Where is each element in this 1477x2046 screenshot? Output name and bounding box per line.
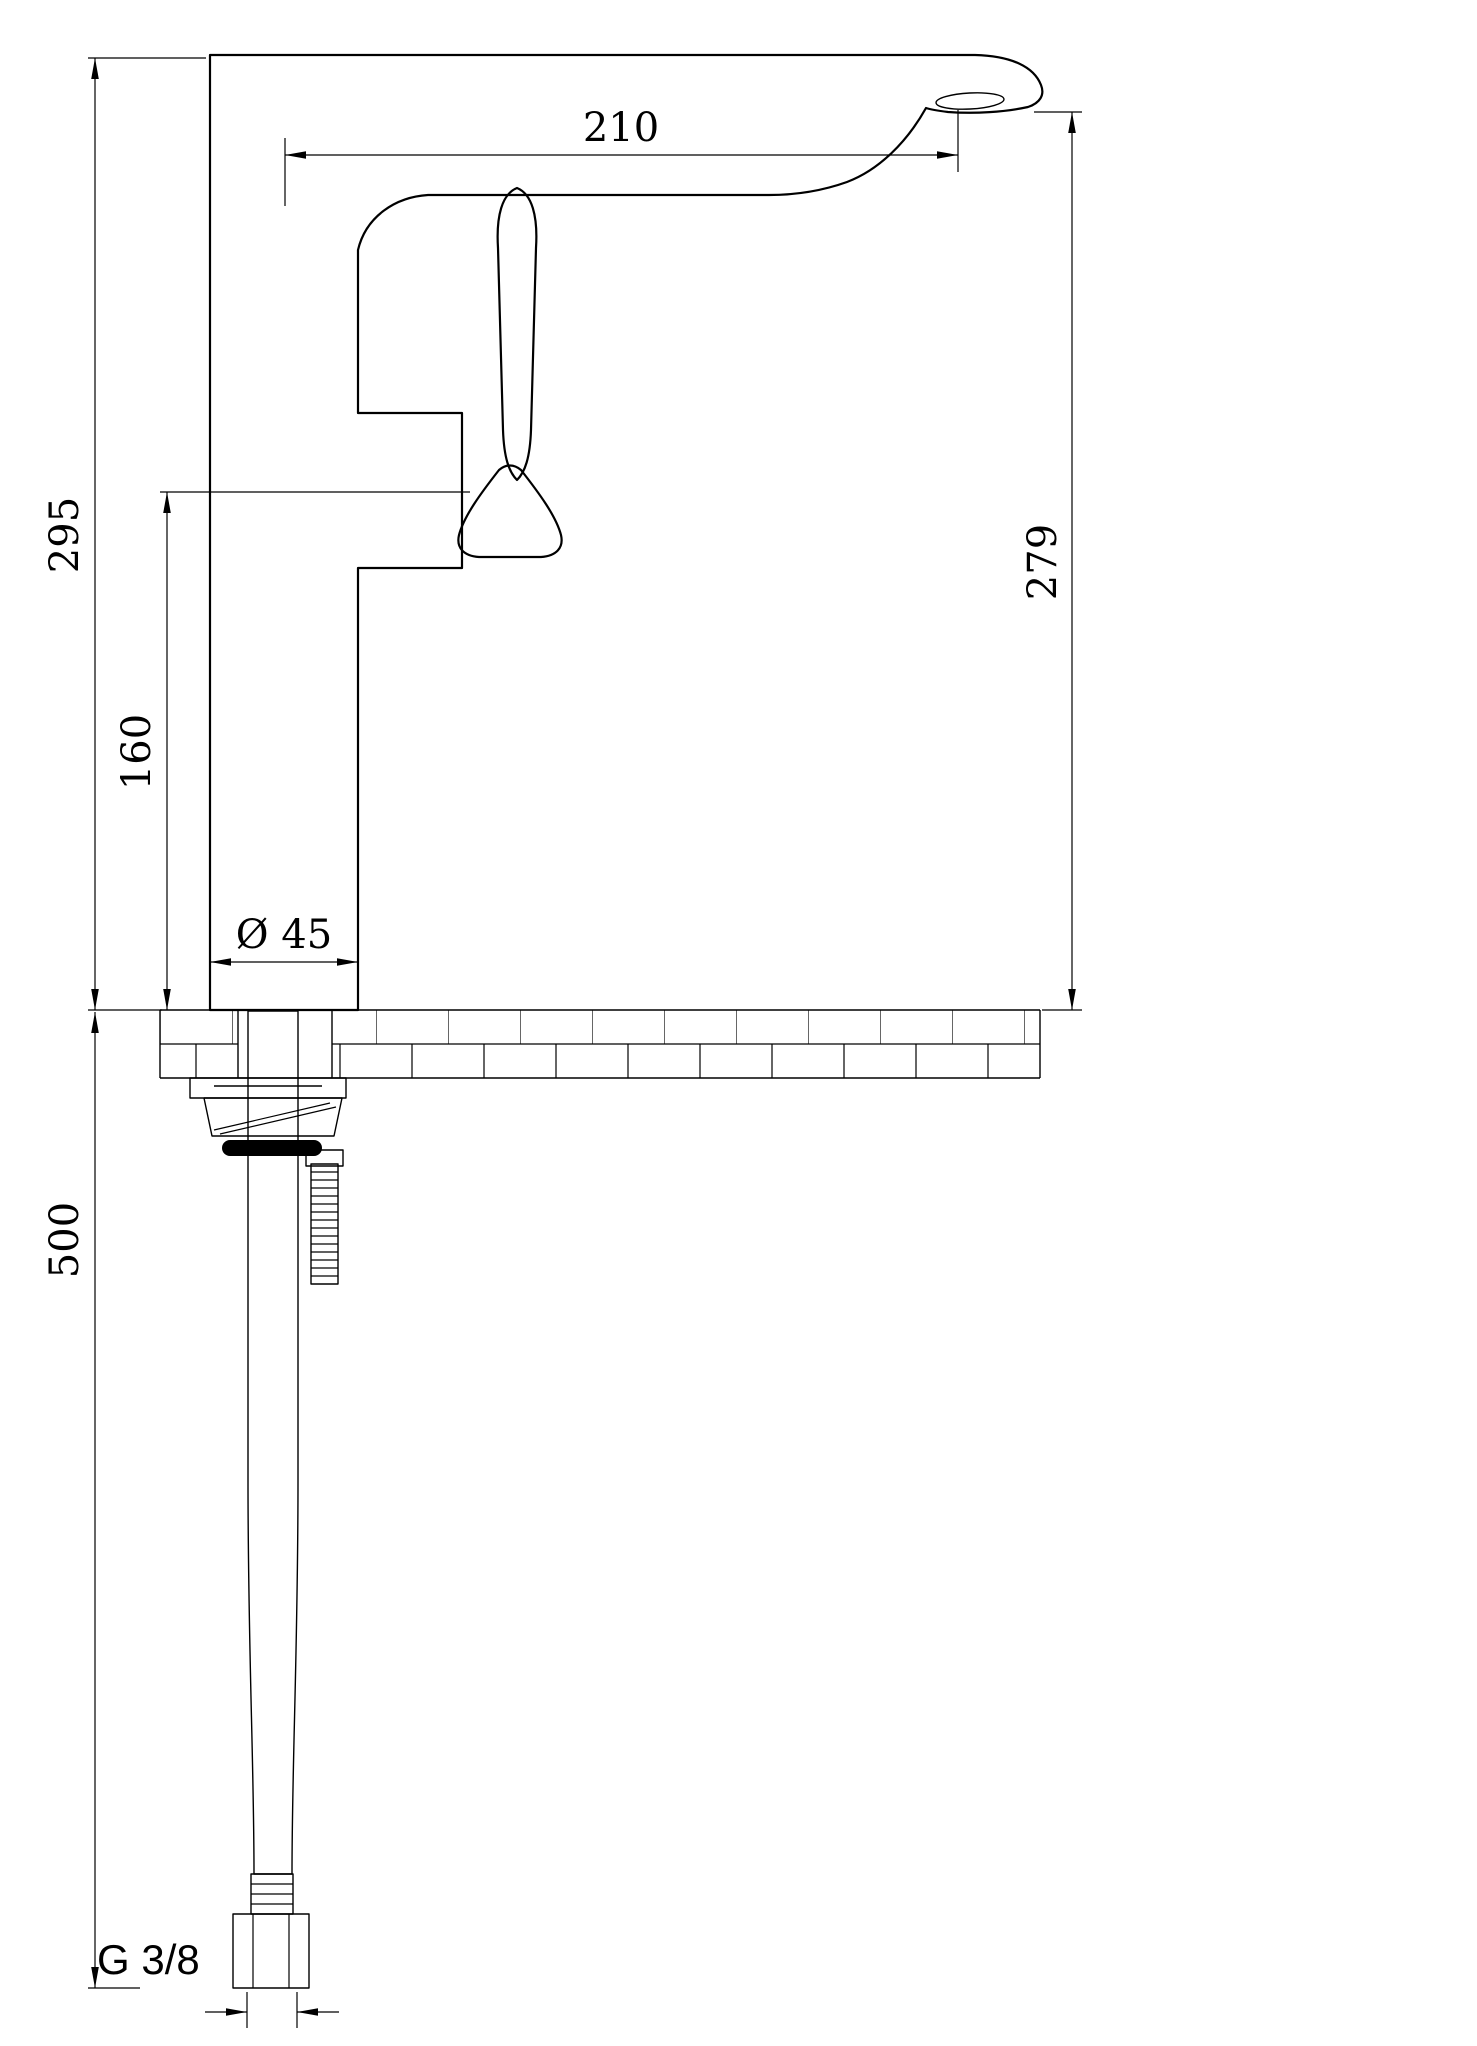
extension-line — [246, 1992, 298, 2028]
handle-base-cone — [457, 464, 563, 559]
dimension-thread-size: G 3/8 — [97, 1936, 339, 2028]
dimension-base-diameter: Ø 45 — [210, 912, 358, 966]
dimension-label: 279 — [1020, 524, 1066, 600]
handle-lever — [496, 186, 538, 482]
dimension-label: 210 — [583, 105, 659, 151]
dimension-under-counter-length: 500 — [42, 1012, 140, 1989]
faucet-body-outline — [208, 53, 1044, 1012]
mounting-hardware — [189, 1077, 347, 1156]
dimension-overall-height: 295 — [42, 57, 206, 1011]
dimension-handle-height: 160 — [114, 491, 470, 1010]
mounting-hole-edges — [237, 1010, 333, 1078]
rubber-gasket — [222, 1140, 322, 1156]
dimension-label: 295 — [42, 497, 88, 573]
dimension-spout-reach: 210 — [284, 105, 959, 206]
mounting-flange — [189, 1077, 347, 1099]
dimension-label: 500 — [42, 1202, 88, 1278]
supply-hose-assembly — [232, 1010, 344, 1989]
stud-thread-lines — [311, 1171, 338, 1277]
faucet — [208, 53, 1044, 1012]
threaded-stud-collar — [305, 1149, 344, 1167]
countertop-hatch-right — [332, 1010, 1040, 1078]
lock-nut-knurl-lines — [213, 1102, 337, 1135]
thread-size-label: G 3/8 — [97, 1936, 200, 1983]
extension-line — [88, 57, 206, 1011]
dimensions: 210 295 160 279 Ø 45 500 — [42, 57, 1082, 2028]
hose-end-nut-flats — [252, 1914, 290, 1988]
threaded-stud — [310, 1163, 339, 1285]
aerator-outlet-icon — [935, 92, 1005, 110]
hose-end-nut — [232, 1913, 310, 1989]
countertop — [159, 1009, 1041, 1079]
dimension-spout-outlet-height: 279 — [1020, 111, 1082, 1011]
countertop-hatch-left — [160, 1010, 238, 1078]
dimension-label: Ø 45 — [236, 912, 332, 958]
lock-nut — [203, 1097, 343, 1137]
dimension-label: 160 — [114, 714, 160, 790]
extension-line — [284, 110, 959, 206]
countertop-outline — [159, 1009, 1041, 1079]
sleeve-ridge-lines — [251, 1883, 293, 1905]
